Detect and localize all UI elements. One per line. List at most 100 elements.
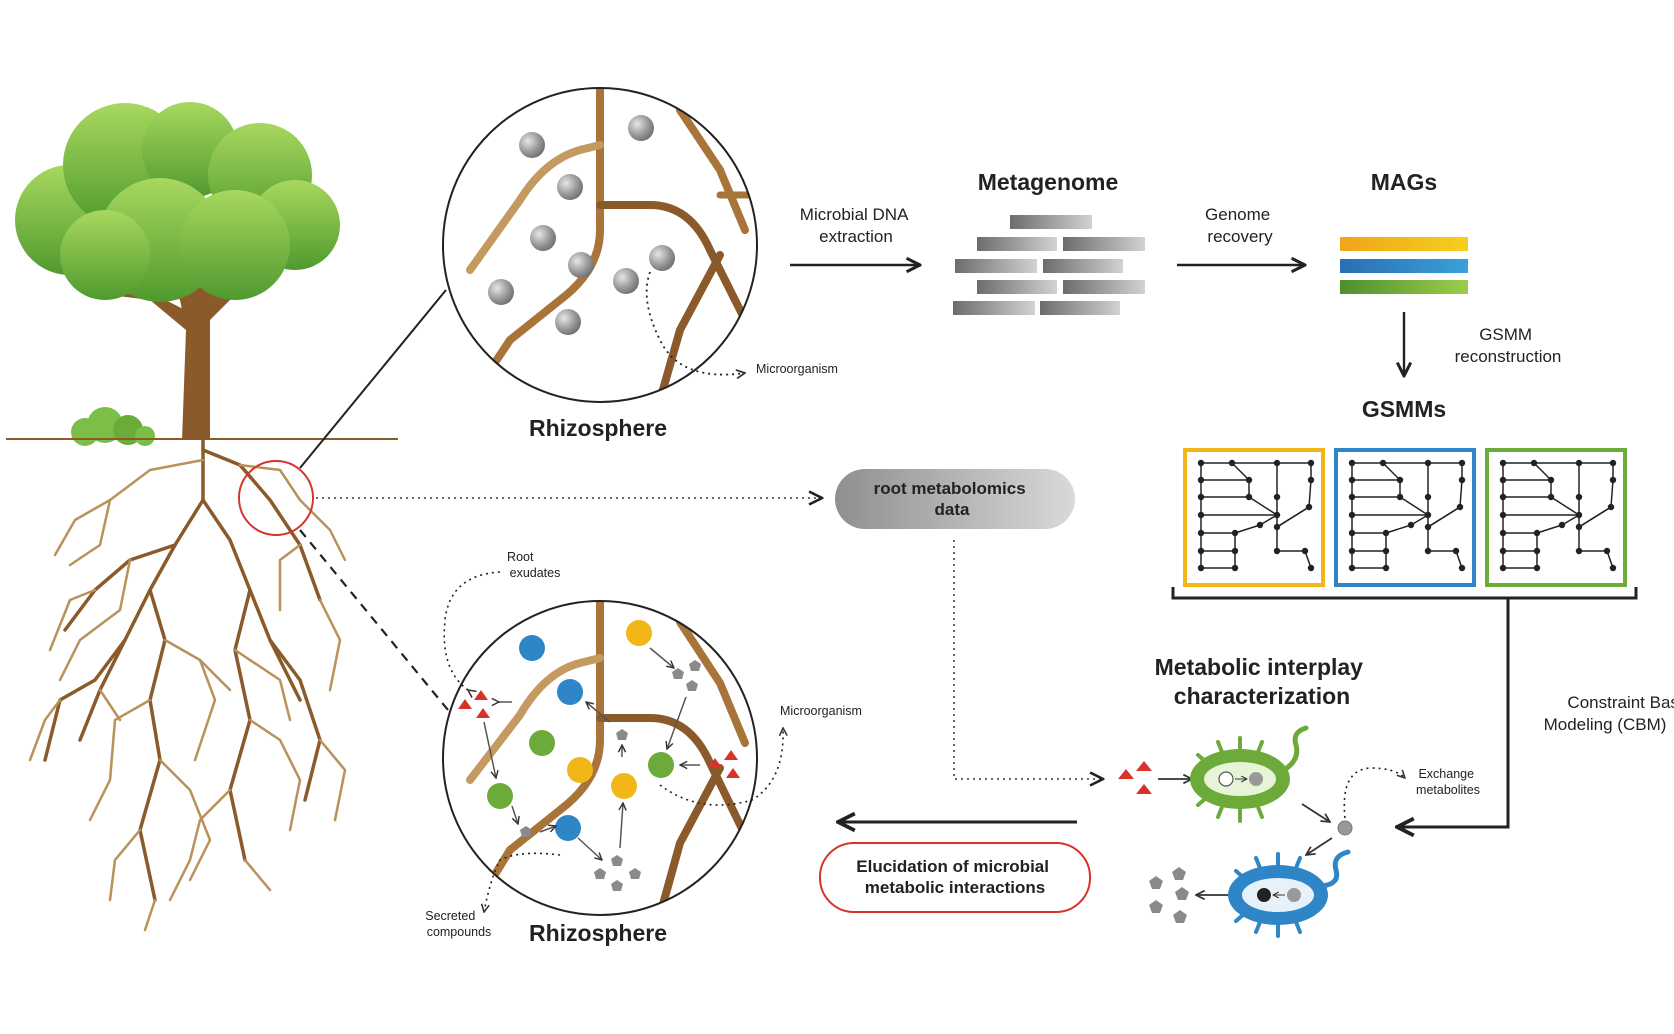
network-node [1424,547,1432,555]
network-edge [1382,462,1401,481]
network-node [1307,564,1315,572]
root-zoom-marker [238,460,314,536]
gray-pentagon-compounds [1149,867,1189,923]
microorganism-label-bottom: Microorganism [780,704,862,718]
secreted-pentagons [520,660,701,891]
network-node [1424,459,1432,467]
network-node [1424,493,1432,501]
network-edge [1234,524,1261,534]
network-node [1382,564,1390,572]
network-node [1197,547,1205,555]
network-node [1382,529,1390,537]
genome-recovery-label: Genome recovery [1205,205,1275,246]
network-node [1396,493,1404,501]
network-edge [1550,496,1580,516]
metabolomics-to-interplay-line [953,540,1103,779]
network-node [1499,564,1507,572]
network-edge [1533,462,1552,481]
network-edge [1561,514,1580,526]
network-node [1231,564,1239,572]
network-node [1348,493,1356,501]
gsmm-network-boxes [1171,448,1638,600]
cbm-label: Constraint Based Modeling (CBM) [1544,693,1674,734]
network-node [1603,547,1611,555]
exchange-metabolite-dot [1337,820,1353,836]
mags-bins [1340,237,1468,294]
metabolic-network [1197,459,1315,572]
network-node [1197,511,1205,519]
network-node [1499,493,1507,501]
microorganism-label-top: Microorganism [756,362,838,376]
network-node [1575,523,1583,531]
network-edge [1427,506,1461,528]
network-node [1348,529,1356,537]
network-edge [1410,514,1429,526]
elucidation-label: Elucidation of microbial metabolic inter… [856,857,1053,897]
network-node [1499,511,1507,519]
network-node [1245,493,1253,501]
zoom-line-bottom [299,529,449,711]
network-node [1609,459,1617,467]
metagenome-reads [953,215,1145,315]
microbial-dna-label: Microbial DNA extraction [800,205,912,246]
network-node [1379,459,1387,467]
network-node [1273,493,1281,501]
exudate-triangles [458,690,740,778]
network-edge [1578,506,1612,528]
root-metabolomics-label: root metabolomics data [874,479,1031,519]
network-node [1301,547,1309,555]
network-node [1458,459,1466,467]
network-node [1348,564,1356,572]
network-node [1533,529,1541,537]
network-node [1231,547,1239,555]
network-node [1530,459,1538,467]
network-edge [1610,479,1614,508]
network-node [1396,476,1404,484]
network-node [1228,459,1236,467]
network-node [1245,476,1253,484]
metabolic-interplay-title: Metabolic interplay characterization [1155,654,1370,709]
network-node [1533,547,1541,555]
network-node [1348,459,1356,467]
secreted-compounds-label: Secreted compounds [425,909,491,939]
network-node [1575,493,1583,501]
network-node [1424,511,1432,519]
network-node [1499,529,1507,537]
network-node [1273,511,1281,519]
arrow-cbm [1397,598,1510,827]
metabolic-network [1499,459,1617,572]
network-node [1197,493,1205,501]
gsmm-box-blue [1334,448,1476,587]
network-node [1197,476,1205,484]
network-node [1499,476,1507,484]
network-node [1348,511,1356,519]
network-node [1609,564,1617,572]
gsmm-bracket [1171,587,1638,600]
microbe-cells [487,620,674,841]
network-node [1382,547,1390,555]
network-node [1348,547,1356,555]
network-edge [1399,496,1429,516]
network-edge [1385,524,1412,534]
gsmm-reconstruction-label: GSMM reconstruction [1455,325,1562,366]
network-node [1407,521,1415,529]
green-bacterium [1190,725,1309,823]
network-node [1197,459,1205,467]
network-node [1547,493,1555,501]
network-node [1273,547,1281,555]
microorganism-gray-cells [488,115,675,335]
network-node [1458,476,1466,484]
root-exudates-label: Root exudates [507,550,560,580]
network-edge [1459,479,1463,508]
network-node [1273,523,1281,531]
gsmm-box-green [1485,448,1627,587]
network-node [1533,564,1541,572]
network-node [1607,503,1615,511]
network-node [1307,459,1315,467]
network-node [1499,547,1507,555]
network-node [1231,529,1239,537]
blue-bacterium [1228,849,1351,938]
network-node [1256,521,1264,529]
network-edge [1259,514,1278,526]
network-node [1452,547,1460,555]
